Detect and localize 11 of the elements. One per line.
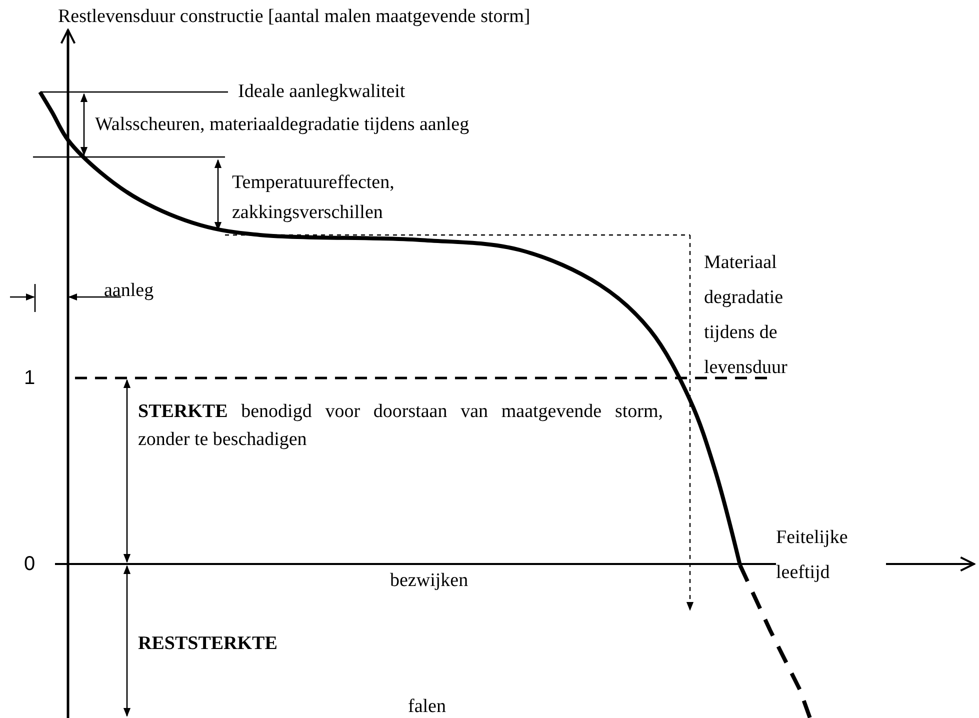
annotation-text: Walsscheuren, materiaaldegradatie tijdens aanleg [95,113,470,137]
axis-title: Restlevensduur constructie [aantal malen maatgevende storm] [58,5,532,29]
annotation-text: STERKTE benodigd voor doorstaan van maatgevende storm, zonder te beschadigen [138,400,663,452]
annotation-text: bezwijken [390,569,470,593]
annotation-text: RESTSTERKTE [138,632,278,656]
annotation-text: Materiaal degradatie tijdens de levensduur [704,251,788,380]
annotation-text: Temperatuureffecten, zakkingsverschillen [232,171,396,225]
tick-label: 1 [24,366,36,391]
tick-label: 0 [24,552,36,577]
annotation-text: falen [408,695,447,718]
annotation-text: aanleg [104,279,155,303]
